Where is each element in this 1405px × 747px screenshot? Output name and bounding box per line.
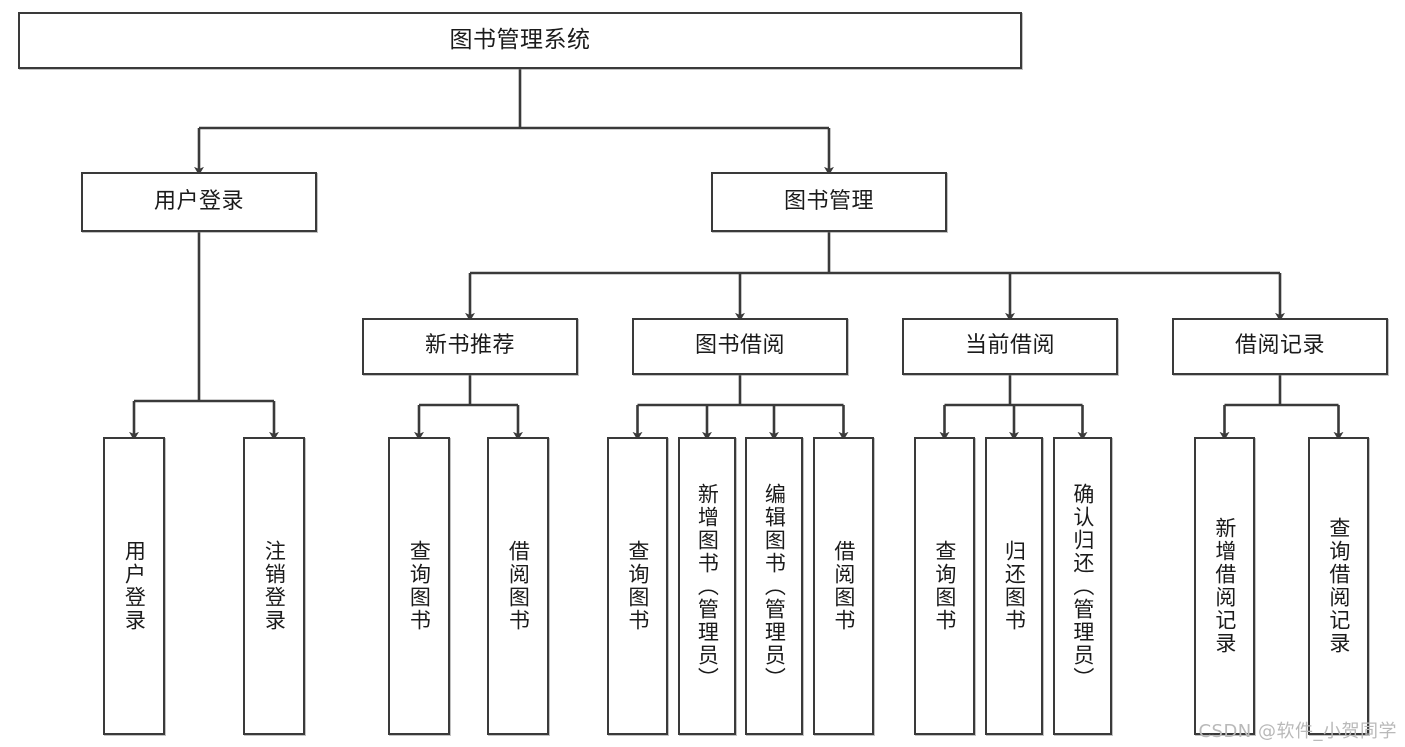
node-label: 确认归还（管理员）	[1070, 482, 1095, 690]
node-label: 新增借阅记录	[1212, 517, 1237, 655]
leaf-add-book-admin[interactable]: 新增图书（管理员）	[678, 437, 736, 735]
node-label: 查询图书	[625, 540, 650, 632]
leaf-query-books-current[interactable]: 查询图书	[914, 437, 975, 735]
node-label: 借阅图书	[506, 540, 531, 632]
leaf-query-books-borrowing[interactable]: 查询图书	[607, 437, 668, 735]
leaf-borrow-books-recommendation[interactable]: 借阅图书	[487, 437, 549, 735]
node-label: 图书管理系统	[449, 26, 591, 53]
node-label: 借阅图书	[831, 540, 856, 632]
node-root[interactable]: 图书管理系统	[18, 12, 1022, 69]
node-current-borrowing[interactable]: 当前借阅	[902, 318, 1118, 375]
node-label: 编辑图书（管理员）	[762, 482, 787, 690]
leaf-edit-book-admin[interactable]: 编辑图书（管理员）	[745, 437, 803, 735]
node-label: 查询图书	[407, 540, 432, 632]
leaf-borrow-books[interactable]: 借阅图书	[813, 437, 874, 735]
leaf-user-login[interactable]: 用户登录	[103, 437, 165, 735]
node-book-management[interactable]: 图书管理	[711, 172, 947, 232]
leaf-query-borrow-record[interactable]: 查询借阅记录	[1308, 437, 1369, 735]
node-label: 归还图书	[1002, 540, 1027, 632]
node-label: 用户登录	[122, 540, 147, 632]
node-label: 图书管理	[783, 188, 874, 214]
node-label: 借阅记录	[1234, 333, 1325, 359]
node-label: 新增图书（管理员）	[695, 482, 720, 690]
leaf-return-books[interactable]: 归还图书	[985, 437, 1043, 735]
leaf-logout[interactable]: 注销登录	[243, 437, 305, 735]
node-book-borrowing[interactable]: 图书借阅	[632, 318, 848, 375]
node-user-login[interactable]: 用户登录	[81, 172, 317, 232]
leaf-query-books-recommendation[interactable]: 查询图书	[388, 437, 450, 735]
leaf-confirm-return-admin[interactable]: 确认归还（管理员）	[1053, 437, 1112, 735]
node-label: 当前借阅	[964, 333, 1055, 359]
leaf-add-borrow-record[interactable]: 新增借阅记录	[1194, 437, 1255, 735]
node-label: 查询借阅记录	[1326, 517, 1351, 655]
node-label: 新书推荐	[424, 333, 515, 359]
node-label: 图书借阅	[694, 333, 785, 359]
node-new-book-recommendation[interactable]: 新书推荐	[362, 318, 578, 375]
node-label: 用户登录	[153, 188, 244, 214]
node-label: 查询图书	[932, 540, 957, 632]
node-borrow-records[interactable]: 借阅记录	[1172, 318, 1388, 375]
csdn-watermark: CSDN @软件_小贺同学	[1198, 721, 1397, 742]
node-label: 注销登录	[262, 540, 287, 632]
